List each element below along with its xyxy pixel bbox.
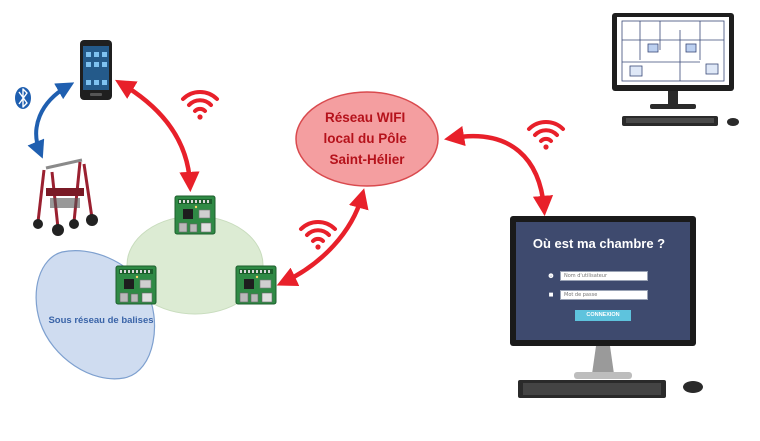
beacon-board-icon (174, 195, 216, 235)
password-input[interactable] (560, 290, 648, 300)
bluetooth-icon (15, 87, 31, 109)
wifi-network-label-line1: Réseau WIFI (325, 110, 405, 125)
login-screen-title: Où est ma chambre ? (532, 236, 666, 251)
wifi-network-label-line3: Saint-Hélier (329, 152, 405, 167)
desktop-monitor-icon (612, 13, 734, 109)
connect-button[interactable]: CONNEXION (575, 310, 631, 321)
keyboard-icon (622, 116, 718, 126)
lock-icon: ■ (548, 290, 554, 299)
wifi-network-label-line2: local du Pôle (323, 131, 407, 146)
mouse-icon (727, 118, 739, 126)
phone-beacon-link-arrow (115, 79, 200, 193)
desktop-monitor-icon (510, 216, 696, 379)
wifi-icon (181, 89, 219, 122)
svg-text:Réseau WIFI local du Pôl: Réseau WIFI local du Pôle Saint-Hélier (323, 110, 410, 167)
smartphone-icon (80, 40, 112, 100)
username-input[interactable] (560, 271, 648, 281)
beacon-board-icon (235, 265, 277, 305)
beacon-subnetwork-label: Sous réseau de balises (48, 315, 153, 326)
bluetooth-link-arrow (27, 82, 75, 159)
wifi-icon (299, 219, 337, 252)
keyboard-icon (518, 380, 666, 398)
mouse-icon (683, 381, 703, 393)
wifi-icon (527, 119, 565, 152)
wifi-computer-link-arrow (444, 126, 554, 217)
beacon-wifi-link-arrow (276, 188, 369, 286)
floor-plan-icon (621, 20, 725, 82)
wifi-network-node: Réseau WIFI local du Pôle Saint-Hélier (295, 91, 439, 187)
walker-icon (33, 158, 98, 236)
beacon-board-icon (115, 265, 157, 305)
user-icon: ☻ (546, 271, 556, 280)
